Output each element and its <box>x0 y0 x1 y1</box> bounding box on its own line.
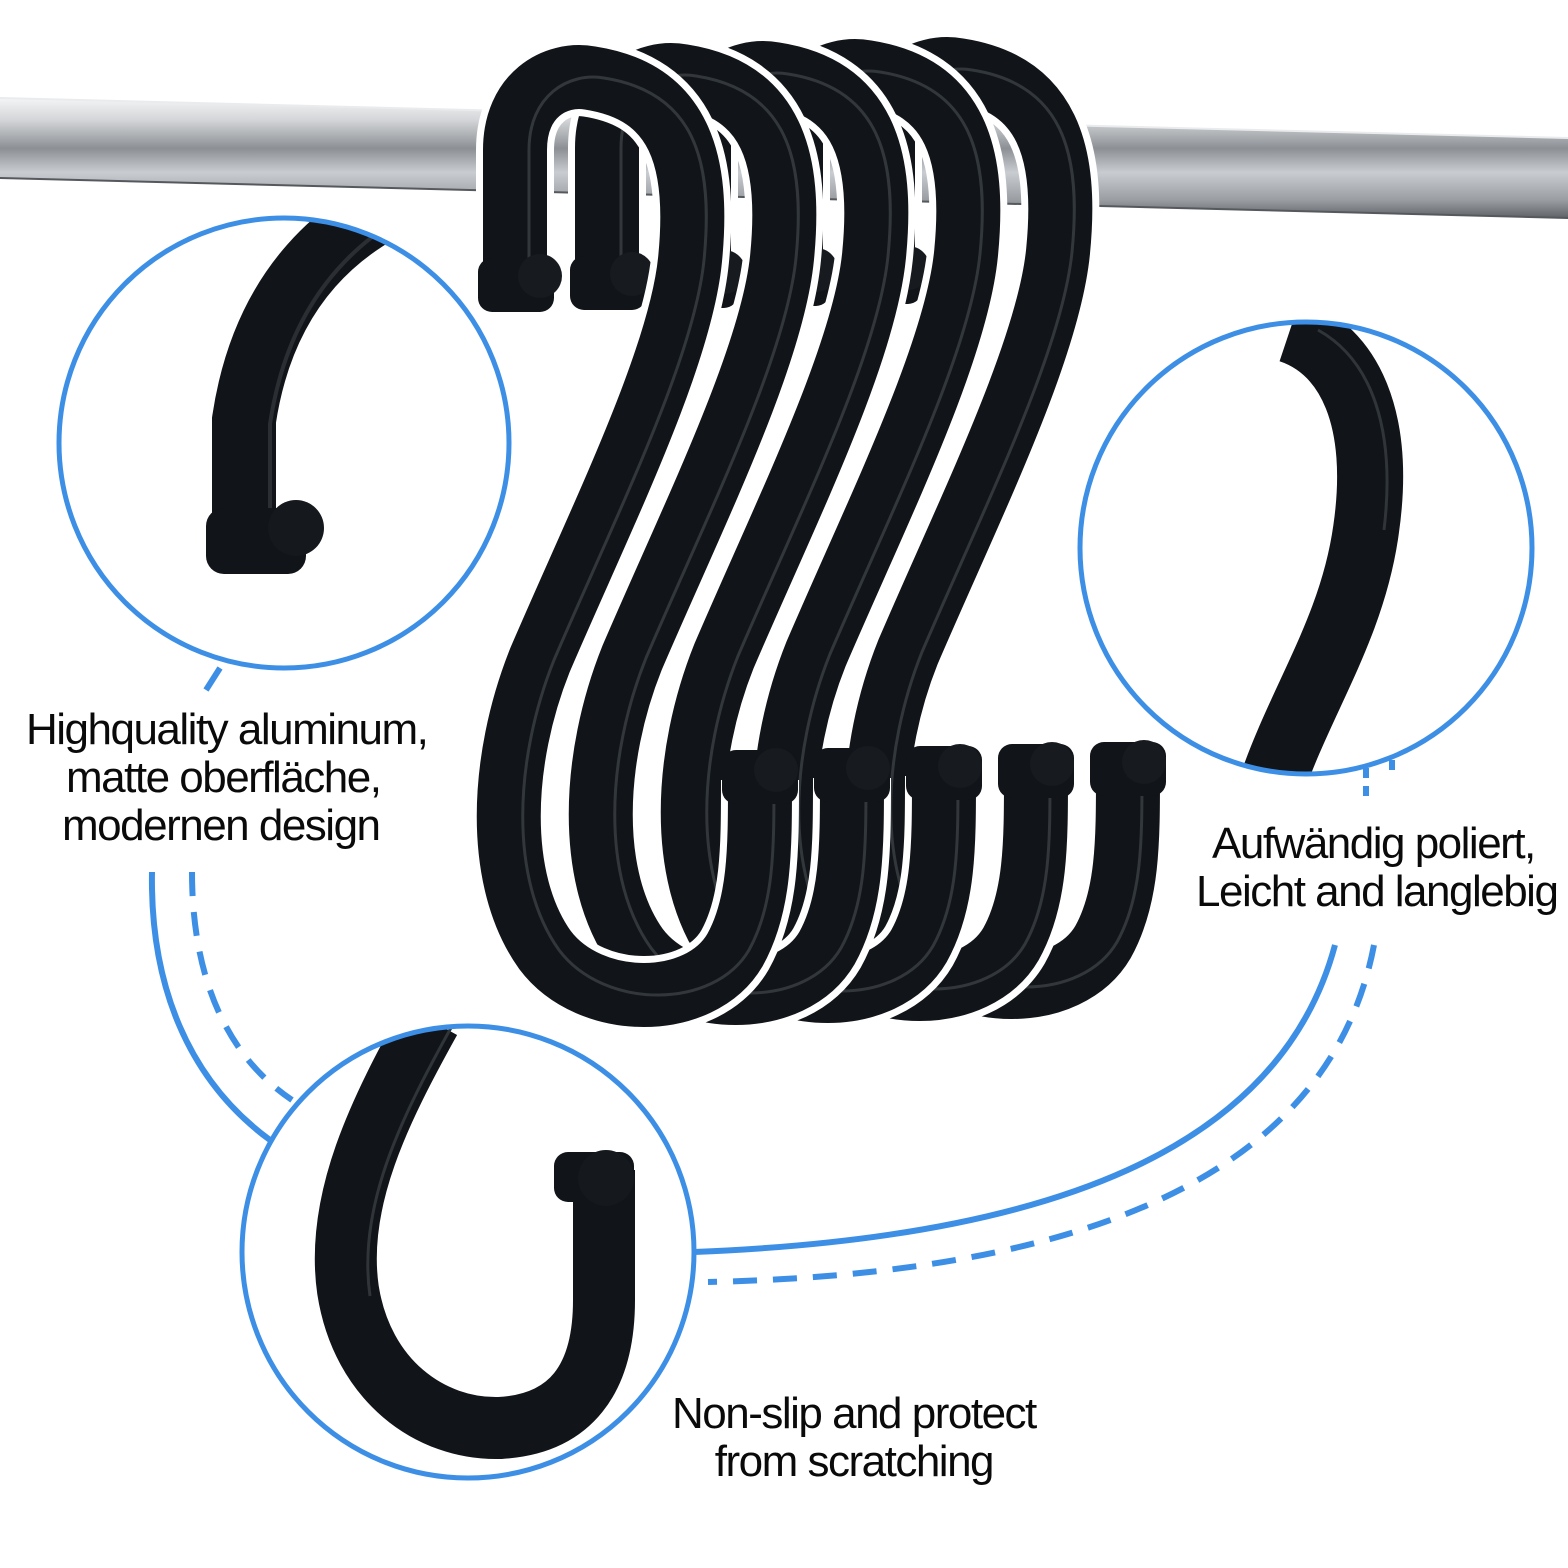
caption-finish-line-1: Aufwändig poliert, <box>1212 819 1536 868</box>
s-hook-icon <box>469 38 799 1034</box>
s-hook-icon <box>561 36 891 1032</box>
connector-line-left-top <box>203 666 223 692</box>
s-hook-icon <box>837 30 1167 1026</box>
s-hook-icon <box>653 34 983 1030</box>
caption-protection-line-2: from scratching <box>714 1437 995 1486</box>
connector-line-left-solid <box>148 871 272 1143</box>
caption-protection: Non-slip and protect from scratching <box>672 1389 1037 1486</box>
caption-protection-line-1: Non-slip and protect <box>672 1389 1037 1438</box>
caption-finish-line-2: Leicht and langlebig <box>1196 867 1559 916</box>
connector-line-right-dashed <box>707 944 1377 1285</box>
hook-top-curl-detail-icon <box>212 218 478 540</box>
detail-circle-material <box>56 215 512 671</box>
connector-line-right-solid <box>693 944 1338 1255</box>
caption-material: Highquality aluminum, matte oberfläche, … <box>26 705 429 850</box>
hook-bottom-curl-detail-icon <box>314 1026 635 1460</box>
connector-line-left-dashed <box>189 871 294 1103</box>
detail-circle-protection <box>239 1023 697 1481</box>
caption-material-line-1: Highquality aluminum, <box>26 705 429 754</box>
hook-s-bend-detail-icon <box>1238 322 1404 774</box>
s-hook-group <box>469 30 1167 1034</box>
caption-material-line-3: modernen design <box>62 801 381 850</box>
caption-finish: Aufwändig poliert, Leicht and langlebig <box>1196 819 1559 916</box>
connector-line-right-top <box>1363 760 1395 800</box>
caption-material-line-2: matte oberfläche, <box>66 753 382 802</box>
connector-lines <box>148 666 1395 1285</box>
detail-circle-finish <box>1077 319 1535 777</box>
